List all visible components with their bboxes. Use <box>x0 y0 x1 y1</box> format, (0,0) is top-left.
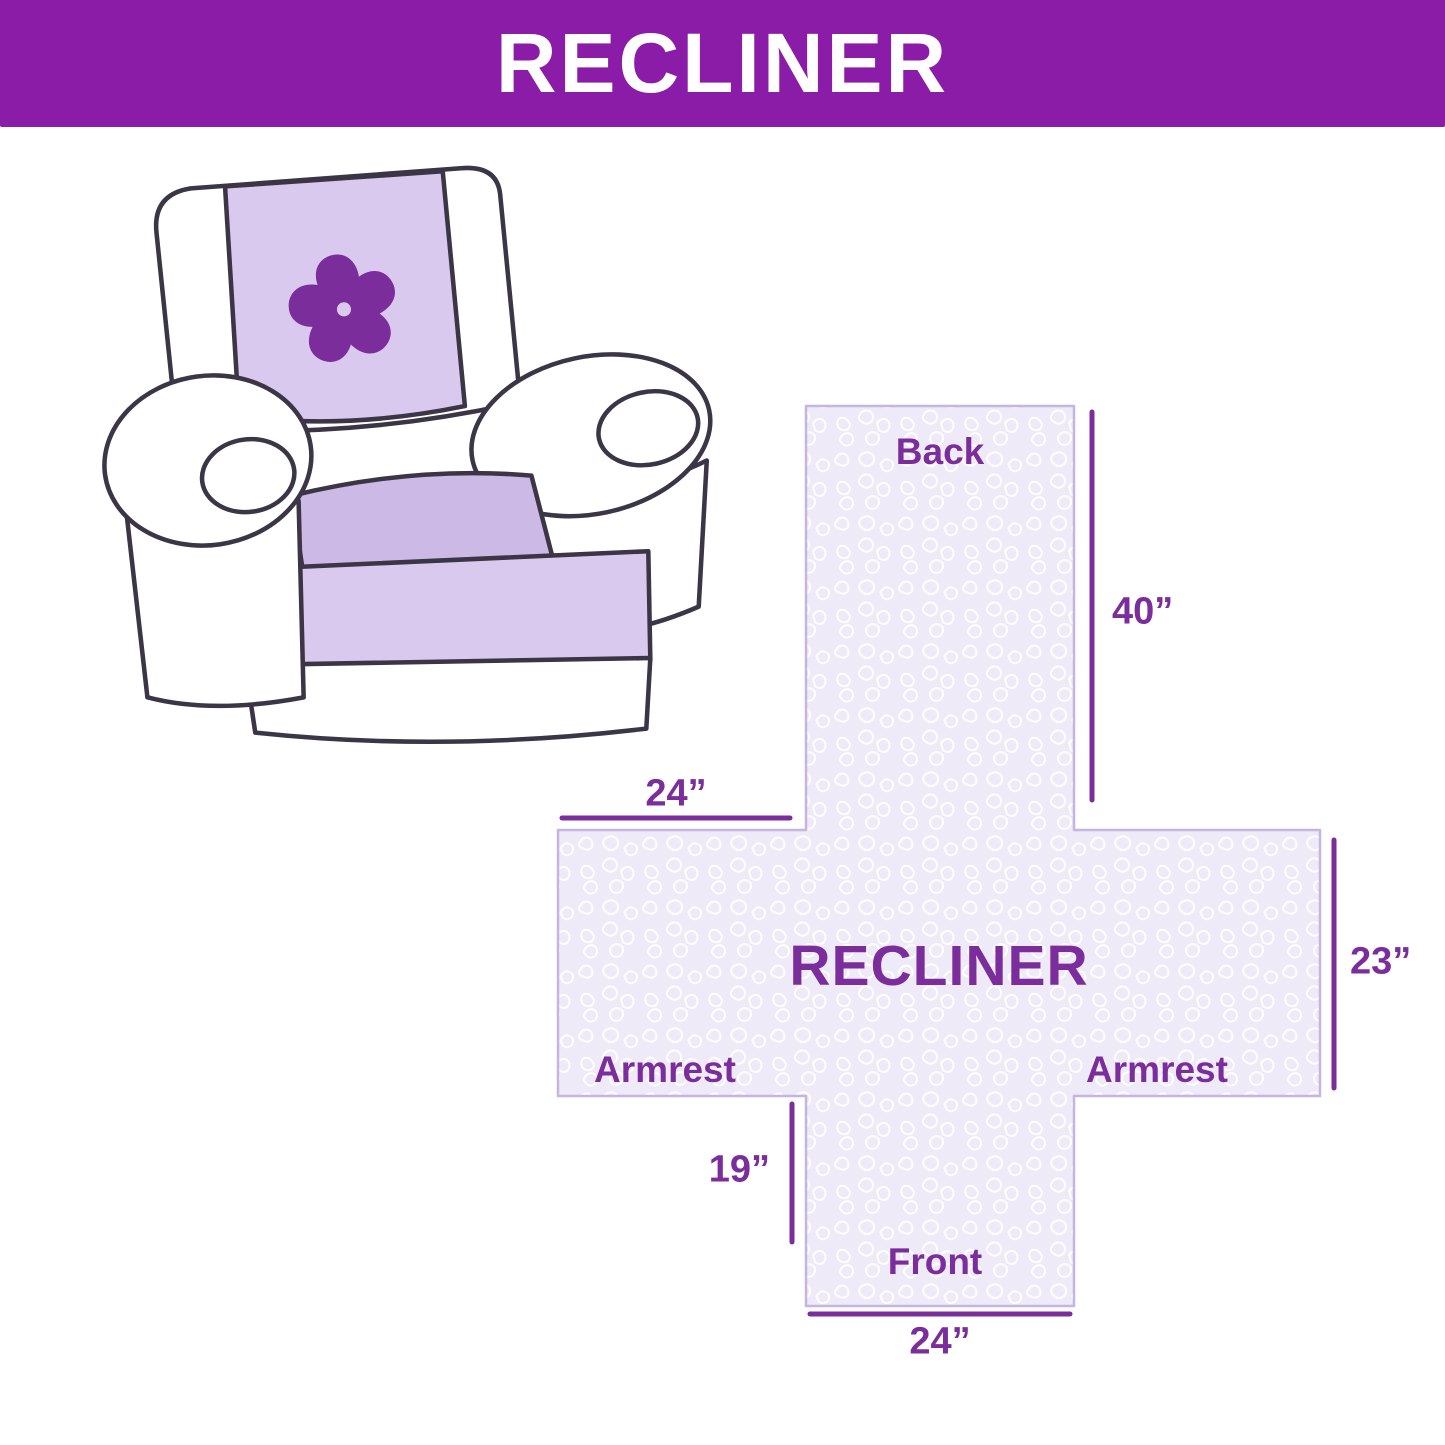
back-section-label: Back <box>895 431 985 472</box>
chair-right-arm-roll-inner <box>596 388 701 468</box>
armrest-left-label: Armrest <box>594 1049 736 1090</box>
dimension-armrest-height: 23” <box>1350 940 1412 983</box>
dimension-lines <box>559 409 1337 1317</box>
recliner-chair-illustration <box>102 165 713 745</box>
dimension-front-length: 19” <box>708 1148 770 1191</box>
header-banner: RECLINER <box>0 0 1445 127</box>
front-section-label: Front <box>887 1241 983 1282</box>
armrest-right-label: Armrest <box>1086 1049 1228 1090</box>
chair-left-arm-roll-inner <box>199 436 297 515</box>
cover-cross-shape <box>556 404 1322 1308</box>
chair-base <box>242 655 653 745</box>
diagram-product-label: RECLINER <box>789 934 1089 998</box>
dimension-back-length: 40” <box>1112 590 1174 633</box>
dimension-top-width: 24” <box>645 772 707 815</box>
dimension-bottom-width: 24” <box>909 1320 971 1363</box>
header-title: RECLINER <box>495 16 950 110</box>
pinwheel-icon <box>288 254 395 362</box>
